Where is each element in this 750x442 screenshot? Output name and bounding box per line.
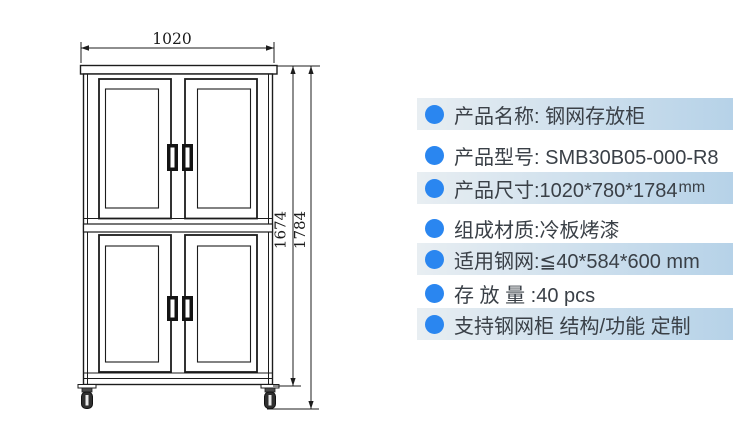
cabinet-top-cap <box>79 64 278 75</box>
product-spec-panel: 产品名称: 钢网存放柜 产品型号: SMB30B05-000-R8 产品尺寸:1… <box>417 0 733 442</box>
upper-door-handles <box>167 144 193 171</box>
bullet-icon <box>425 145 444 165</box>
spec-text: 存 放 量 :40 pcs <box>454 284 596 307</box>
width-dimension <box>80 42 275 63</box>
mid-rail <box>82 223 274 233</box>
spec-text: 产品型号: SMB30B05-000-R8 <box>454 146 719 169</box>
spec-text: 产品名称: 钢网存放柜 <box>454 105 646 128</box>
upper-left-door-panel <box>104 88 160 209</box>
lower-left-door-panel <box>104 245 160 363</box>
spec-text: 适用钢网:≦40*584*600 mm <box>454 250 700 273</box>
dim-width-label: 1020 <box>152 30 191 48</box>
spec-row-capacity: 存 放 量 :40 pcs <box>417 277 733 309</box>
bullet-icon <box>425 218 444 238</box>
spec-row-model-number: 产品型号: SMB30B05-000-R8 <box>417 139 733 171</box>
bullet-icon <box>425 314 444 334</box>
spec-suffix: mm <box>678 179 706 196</box>
dim-height-outer-label: 1784 <box>291 211 309 249</box>
spec-text: 组成材质:冷板烤漆 <box>454 219 620 242</box>
upper-right-door-panel <box>196 88 252 209</box>
spec-row-applicable-stencil: 适用钢网:≦40*584*600 mm <box>417 243 733 275</box>
spec-row-product-name: 产品名称: 钢网存放柜 <box>417 98 733 130</box>
cabinet-technical-drawing: 1020 1674 1784 <box>77 30 320 410</box>
spec-text: 产品尺寸:1020*780*1784 <box>454 179 678 202</box>
spec-row-material: 组成材质:冷板烤漆 <box>417 212 733 244</box>
spec-row-customization: 支持钢网柜 结构/功能 定制 <box>417 308 733 340</box>
bullet-icon <box>425 249 444 269</box>
lower-right-door-panel <box>196 245 252 363</box>
bullet-icon <box>425 104 444 124</box>
left-caster-wheel <box>77 384 97 409</box>
lower-door-handles <box>167 296 193 321</box>
spec-text: 支持钢网柜 结构/功能 定制 <box>454 315 691 338</box>
right-caster-wheel <box>260 384 280 409</box>
height-dimensions <box>267 65 320 410</box>
bullet-icon <box>425 283 444 303</box>
bullet-icon <box>425 178 444 198</box>
spec-row-dimensions: 产品尺寸:1020*780*1784 mm <box>417 172 733 204</box>
dim-height-inner-label: 1674 <box>272 211 290 249</box>
